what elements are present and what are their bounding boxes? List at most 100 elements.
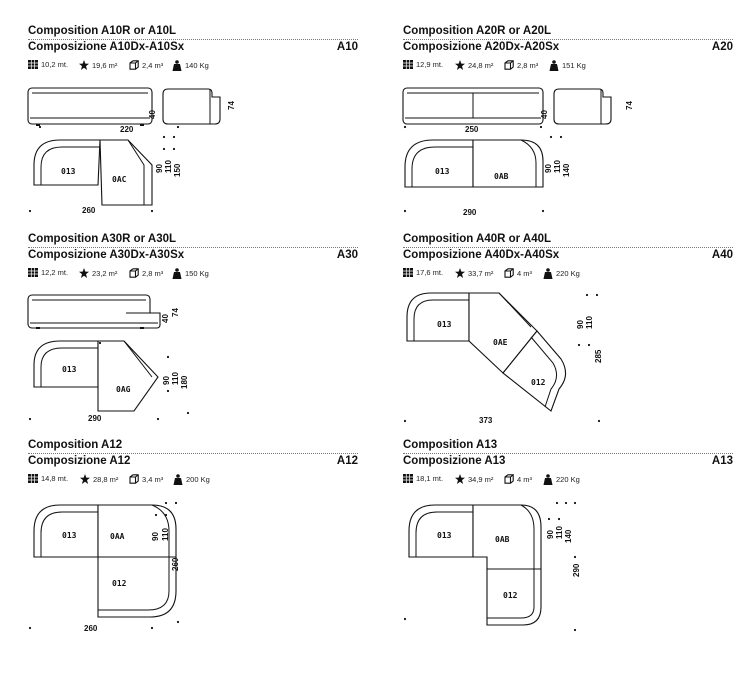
spec-length: 12,9 mt. xyxy=(403,60,443,69)
module-label: 012 xyxy=(531,378,546,387)
composition-code: A30 xyxy=(336,249,358,261)
module-label: 0AA xyxy=(110,532,125,541)
spec-volume: 2,8 m³ xyxy=(504,60,538,70)
spec-weight: 150 Kg xyxy=(172,268,209,279)
spec-volume: 2,4 m³ xyxy=(129,60,163,70)
weight-icon xyxy=(172,60,182,71)
dim-length: 290 xyxy=(463,208,477,217)
dim-depth-1: 90 xyxy=(544,164,553,173)
plan-view xyxy=(33,139,153,206)
star-icon xyxy=(455,60,465,70)
sofa-drawing-a40: 013 0AE 012 90 110 285 373 xyxy=(403,285,733,435)
dim-seat: 40 xyxy=(148,110,157,119)
module-label: 013 xyxy=(437,320,452,329)
dim-depth-3: 140 xyxy=(564,529,573,543)
plan-view xyxy=(406,292,567,412)
side-elevation xyxy=(162,88,221,125)
plan-view xyxy=(404,139,544,188)
spec-weight: 140 Kg xyxy=(172,60,209,71)
spec-volume: 4 m³ xyxy=(504,474,532,484)
composition-title-en: Composition A13 xyxy=(403,438,733,454)
spec-length: 17,6 mt. xyxy=(403,268,443,277)
spec-row: 17,6 mt. 33,7 m² 4 m³ 220 Kg xyxy=(403,268,733,280)
sofa-drawing-a12: 013 0AA 012 90 110 260 260 xyxy=(28,495,358,645)
grid-icon xyxy=(403,60,413,69)
module-label: 0AE xyxy=(493,338,508,347)
dim-depth-3: 140 xyxy=(562,163,571,177)
front-elevation xyxy=(27,87,153,126)
dim-seat: 40 xyxy=(540,110,549,119)
grid-icon xyxy=(403,474,413,483)
sofa-drawing-a20: 250 74 40 013 0AB 90 110 140 290 xyxy=(402,85,733,225)
composition-a20: Composition A20R or A20L Composizione A2… xyxy=(403,24,733,72)
composition-title-it: Composizione A40Dx-A40Sx xyxy=(403,249,560,261)
weight-icon xyxy=(543,474,553,485)
cube-icon xyxy=(504,60,514,70)
module-label: 013 xyxy=(62,531,77,540)
dim-depth-2: 110 xyxy=(164,160,173,173)
dim-depth-3: 150 xyxy=(173,163,182,177)
grid-icon xyxy=(403,268,413,277)
dim-height: 74 xyxy=(171,308,180,317)
sofa-drawing-a10: 220 74 40 013 0AC 90 110 150 260 xyxy=(27,85,358,225)
dim-seat: 40 xyxy=(161,314,170,323)
plan-view xyxy=(33,504,177,618)
cube-icon xyxy=(504,268,514,278)
spec-length: 10,2 mt. xyxy=(28,60,68,69)
spec-volume: 3,4 m³ xyxy=(129,474,163,484)
spec-weight: 151 Kg xyxy=(549,60,586,71)
dim-depth-1: 90 xyxy=(155,164,164,173)
spec-row: 18,1 mt. 34,9 m² 4 m³ 220 Kg xyxy=(403,474,733,486)
dim-depth-4: 290 xyxy=(572,563,581,577)
dim-depth-1: 90 xyxy=(151,532,160,541)
plan-view xyxy=(408,504,542,626)
dim-length: 260 xyxy=(82,206,96,215)
spec-area: 33,7 m² xyxy=(455,268,493,278)
dim-depth-3: 260 xyxy=(171,557,180,571)
dim-depth-3: 180 xyxy=(180,375,189,389)
spec-row: 12,9 mt. 24,8 m² 2,8 m³ 151 Kg xyxy=(403,60,733,72)
star-icon xyxy=(455,268,465,278)
spec-row: 10,2 mt. 19,6 m² 2,4 m³ 140 Kg xyxy=(28,60,358,72)
module-label: 012 xyxy=(503,591,518,600)
sofa-drawing-a13: 013 0AB 012 90 110 140 290 xyxy=(403,495,733,645)
composition-a13: Composition A13 Composizione A13 A13 18,… xyxy=(403,438,733,486)
grid-icon xyxy=(28,60,38,69)
cube-icon xyxy=(129,60,139,70)
dim-length: 260 xyxy=(84,624,98,633)
side-elevation xyxy=(553,88,612,125)
spec-weight: 220 Kg xyxy=(543,474,580,485)
module-label: 013 xyxy=(435,167,450,176)
composition-title-it: Composizione A12 xyxy=(28,455,131,467)
composition-code: A10 xyxy=(336,41,358,53)
composition-title-it: Composizione A13 xyxy=(403,455,506,467)
dim-depth-2: 110 xyxy=(585,316,594,329)
composition-code: A13 xyxy=(711,455,733,467)
dim-height: 74 xyxy=(625,101,634,110)
spec-area: 34,9 m² xyxy=(455,474,493,484)
module-label: 013 xyxy=(61,167,76,176)
dim-height: 74 xyxy=(227,101,236,110)
module-label: 012 xyxy=(112,579,127,588)
composition-title-en: Composition A30R or A30L xyxy=(28,232,358,248)
star-icon xyxy=(455,474,465,484)
dim-depth-1: 90 xyxy=(576,320,585,329)
dim-depth-2: 110 xyxy=(553,160,562,173)
weight-icon xyxy=(543,268,553,279)
composition-title-en: Composition A10R or A10L xyxy=(28,24,358,40)
composition-a30: Composition A30R or A30L Composizione A3… xyxy=(28,232,358,280)
weight-icon xyxy=(173,474,183,485)
composition-code: A40 xyxy=(711,249,733,261)
cube-icon xyxy=(129,474,139,484)
grid-icon xyxy=(28,268,38,277)
dim-width: 250 xyxy=(465,125,479,134)
dim-depth-2: 110 xyxy=(171,372,180,385)
spec-volume: 2,8 m³ xyxy=(129,268,163,278)
dim-depth-3: 285 xyxy=(594,349,603,363)
spec-length: 18,1 mt. xyxy=(403,474,443,483)
weight-icon xyxy=(549,60,559,71)
spec-area: 23,2 m² xyxy=(79,268,117,278)
module-label: 0AB xyxy=(495,535,510,544)
dim-length: 373 xyxy=(479,416,493,425)
star-icon xyxy=(79,268,89,278)
